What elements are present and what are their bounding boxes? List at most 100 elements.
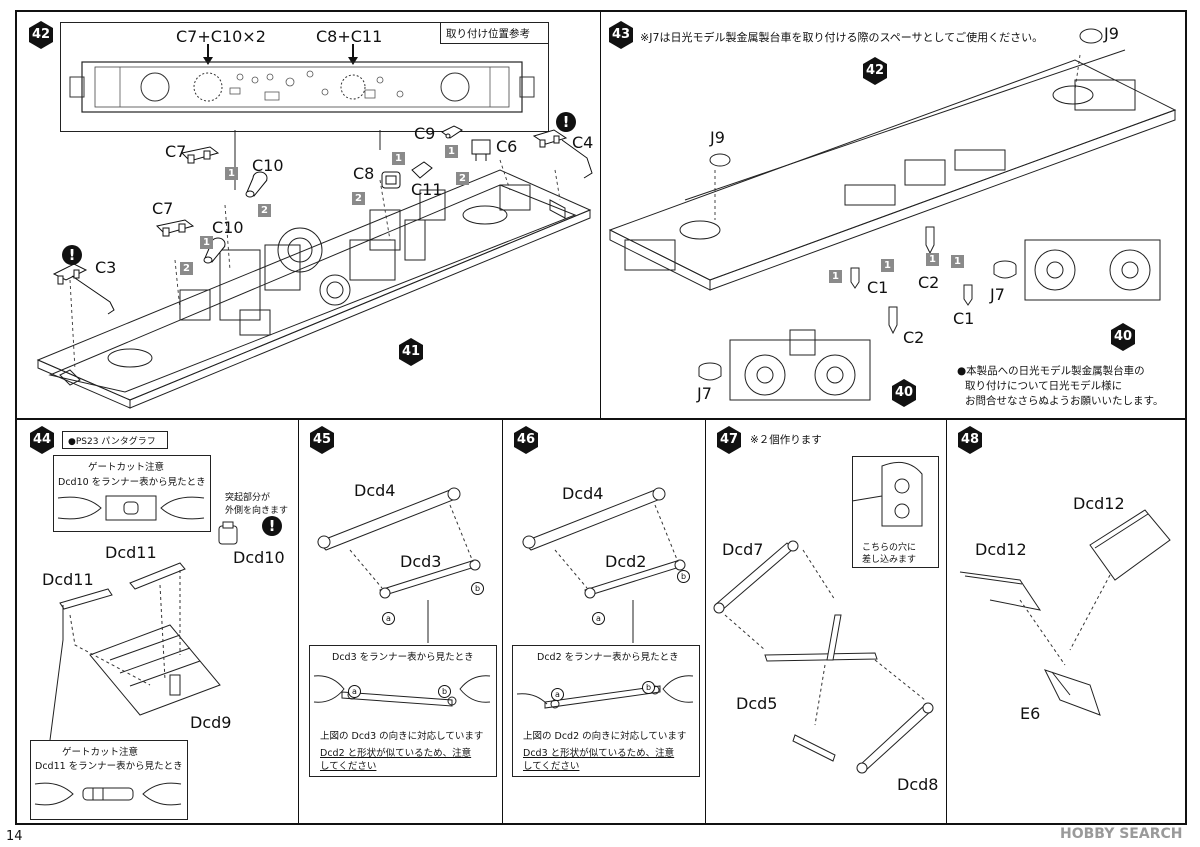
box-line-3: してください [523,761,580,772]
step-badge-42: 42 [26,20,56,50]
inset-label-right: C8+C11 [316,27,383,46]
part-dcd10 [218,521,238,545]
label-dcd5: Dcd5 [736,694,778,713]
label-dcd12: Dcd12 [975,540,1027,559]
part-c11 [411,161,433,179]
instruction-frame [15,10,1187,825]
side-note-line-2: 外側を向きます [225,506,289,516]
label-j9: J9 [1104,24,1119,43]
label-c1: C1 [953,309,975,328]
step47-note: ※２個作ります [750,434,822,446]
mark-b: b [471,582,484,595]
part-c8 [381,171,401,189]
box-line-1: 上図の Dcd2 の向きに対応しています [523,731,687,742]
part-c7-b [155,219,195,237]
pantograph-base-drawing [59,562,221,716]
hole-detail-drawing [851,461,923,527]
footnote-line-3: お問合せなさらぬようお願いいたします。 [965,395,1164,407]
gate-cut-text: Dcd11 をランナー表から見たとき [35,761,183,772]
step-badge-48: 48 [955,425,985,455]
label-dcd10: Dcd10 [233,548,285,567]
label-c1: C1 [867,278,889,297]
caution-icon: ! [262,516,282,536]
label-dcd11: Dcd11 [42,570,94,589]
label-c7-b: C7 [152,199,174,218]
part-c1-b [963,284,973,306]
part-c4 [532,129,593,179]
divider-42-43 [600,10,601,418]
horizontal-divider [15,418,1187,420]
part-c1-a [850,267,860,289]
label-c8: C8 [353,164,375,183]
callout-line-46 [632,600,634,643]
gate-cut-text: Dcd10 をランナー表から見たとき [58,477,206,488]
gate-cut-box-dcd10 [53,455,211,532]
part-j7-right [993,260,1017,279]
underframe-topview-drawing [69,44,535,113]
pantograph-header-box [62,431,168,449]
step-badge-45: 45 [307,425,337,455]
divider-46-47 [705,418,706,825]
dcd11-runner-view [34,782,182,806]
inset-line-2: 差し込みます [862,555,917,565]
box-line-3: してください [320,761,377,772]
callout-line-45 [427,600,429,643]
runner-view-box-dcd3 [309,645,497,777]
bogie-lower-drawing [729,329,871,401]
arm-assembly-drawing-45 [317,487,481,599]
part-c9 [441,125,463,139]
runner-view-box-dcd2 [512,645,700,777]
mark-a: a [592,612,605,625]
label-c2: C2 [903,328,925,347]
part-c6 [471,139,491,161]
inset-title: 取り付け位置参考 [446,28,530,40]
gate-cut-title: ゲートカット注意 [62,747,139,758]
label-dcd9: Dcd9 [190,713,232,732]
inset-title-box [440,22,549,44]
label-c11: C11 [411,180,443,199]
step-num-1: 1 [392,152,405,165]
step-num-2: 2 [180,262,193,275]
label-dcd3: Dcd3 [400,552,442,571]
label-j7: J7 [990,285,1005,304]
label-c2: C2 [918,273,940,292]
dcd3-runner-view [313,675,491,707]
step-badge-44: 44 [27,425,57,455]
part-j9-body [709,153,731,167]
underframe-assembly-drawing [36,159,592,409]
box-line-1: 上図の Dcd3 の向きに対応しています [320,731,484,742]
dcd2-runner-view [516,675,694,709]
step-num-1: 1 [926,253,939,266]
label-c6: C6 [496,137,518,156]
arm-linkage-drawing [713,540,934,774]
label-c9: C9 [414,124,436,143]
label-c10-b: C10 [212,218,244,237]
caution-icon: ! [62,245,82,265]
callout-lines-42 [234,130,381,190]
label-c4: C4 [572,133,594,152]
watermark: HOBBY SEARCH [1060,826,1183,842]
part-j7-lower [698,362,722,381]
gate-cut-box-dcd11 [30,740,188,820]
label-c3: C3 [95,258,117,277]
step43-note: ※J7は日光モデル製金属製台車を取り付ける際のスペーサとしてご使用ください。 [640,31,1044,44]
mark-a: a [551,688,564,701]
step-badge-47: 47 [714,425,744,455]
gate-cut-title: ゲートカット注意 [88,462,165,473]
label-c10-a: C10 [252,156,284,175]
mark-a: a [348,685,361,698]
step-num-1: 1 [829,270,842,283]
bogie-badge-40: 40 [1108,322,1138,352]
divider-45-46 [502,418,503,825]
mark-b: b [677,570,690,583]
box-title: Dcd3 をランナー表から見たとき [332,652,474,663]
arm-assembly-drawing-46 [522,487,686,599]
label-dcd2: Dcd2 [605,552,647,571]
part-c7-a [180,146,220,164]
step-num-2: 2 [258,204,271,217]
body-badge-42: 42 [860,56,890,86]
label-j7: J7 [697,384,712,403]
mark-b: b [642,681,655,694]
step-badge-46: 46 [511,425,541,455]
step-num-1: 1 [445,145,458,158]
